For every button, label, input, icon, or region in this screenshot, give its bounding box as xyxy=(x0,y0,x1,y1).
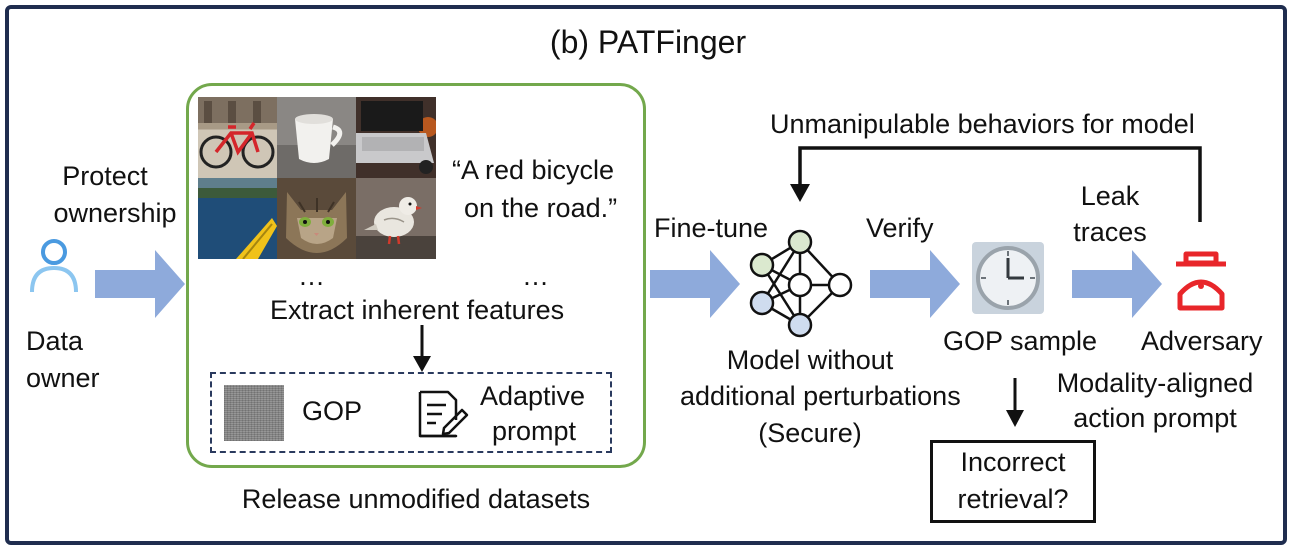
incorrect-retrieval-line1: Incorrect xyxy=(960,447,1066,477)
protect-ownership-line1: Protect xyxy=(62,161,148,191)
kayak-image xyxy=(198,178,277,259)
leak-traces-line1: Leak xyxy=(1080,181,1140,211)
incorrect-retrieval-line2: retrieval? xyxy=(957,484,1069,514)
adaptive-prompt-line1: Adaptive xyxy=(480,381,586,411)
adversary-icon xyxy=(1176,251,1226,311)
release-datasets-label: Release unmodified datasets xyxy=(241,484,591,514)
diagram-frame xyxy=(5,5,1287,545)
dataset-caption-line1: “A red bicycle xyxy=(452,155,615,185)
arrow-leak xyxy=(1072,250,1162,318)
clock-icon xyxy=(976,246,1040,310)
bird-image xyxy=(356,178,436,259)
dataset-box xyxy=(186,83,646,468)
retrieval-down-arrow xyxy=(1006,378,1024,427)
adversary-label: Adversary xyxy=(1141,326,1263,356)
gop-sample-label: GOP sample xyxy=(943,326,1098,356)
feedback-arrow xyxy=(790,146,1202,222)
dataset-caption-line2: on the road.” xyxy=(464,193,618,223)
adversary-prompt-line1: Modality-aligned xyxy=(1056,368,1254,398)
ellipsis-left: … xyxy=(298,261,325,291)
arrow-owner-to-dataset xyxy=(95,250,185,318)
cup-image xyxy=(277,97,356,178)
gop-noise-image xyxy=(224,385,284,441)
adversary-prompt-line2: action prompt xyxy=(1073,403,1237,433)
finetune-label: Fine-tune xyxy=(654,213,769,243)
document-edit-icon xyxy=(418,390,469,438)
model-line2: additional perturbations xyxy=(680,381,961,411)
data-owner-label-line2: owner xyxy=(26,363,100,393)
verify-label: Verify xyxy=(866,213,934,243)
extract-down-arrow xyxy=(413,325,431,372)
cat-image xyxy=(277,178,356,259)
data-owner-label-line1: Data xyxy=(26,326,84,356)
incorrect-retrieval-box xyxy=(930,440,1096,523)
adaptive-prompt-line2: prompt xyxy=(492,416,577,446)
leak-traces-line2: traces xyxy=(1073,217,1147,247)
gop-prompt-box xyxy=(210,372,612,453)
gop-label: GOP xyxy=(302,396,363,426)
bicycle-image xyxy=(198,97,277,178)
arrow-verify xyxy=(870,250,960,318)
neural-network-icon xyxy=(749,229,853,338)
protect-ownership-line2: ownership xyxy=(53,198,177,228)
arrow-finetune xyxy=(650,250,740,318)
dataset-image-grid xyxy=(198,97,436,259)
extract-features-label: Extract inherent features xyxy=(270,295,565,325)
user-icon xyxy=(30,239,78,293)
model-line1: Model without xyxy=(726,345,894,375)
laptop-image xyxy=(356,97,436,178)
diagram-title: (b) PATFinger xyxy=(549,24,747,60)
feedback-label: Unmanipulable behaviors for model xyxy=(770,109,1195,139)
model-line3: (Secure) xyxy=(758,418,862,448)
ellipsis-right: … xyxy=(522,261,549,291)
